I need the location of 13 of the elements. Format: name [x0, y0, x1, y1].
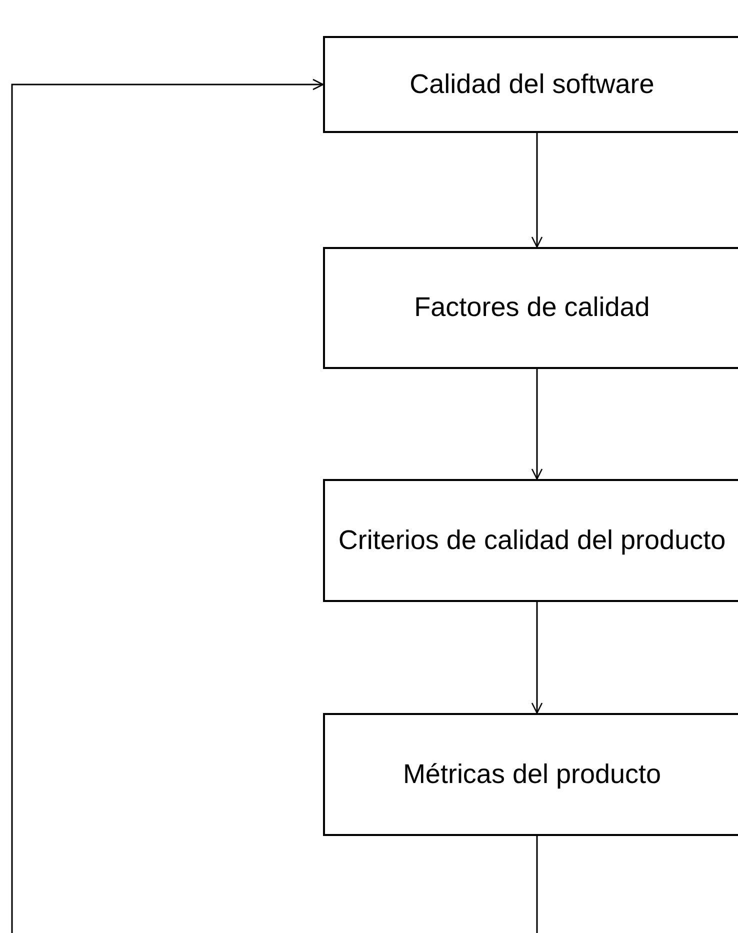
arrow: [11, 78, 324, 933]
connector-line: [536, 836, 538, 933]
box-label: Calidad del software: [410, 68, 654, 101]
process-box: [323, 247, 738, 369]
arrow: [531, 369, 543, 480]
box-label: Métricas del producto: [402, 758, 662, 791]
arrow: [531, 602, 543, 714]
arrow: [531, 133, 543, 248]
process-box: [323, 713, 738, 836]
box-label: Factores de calidad: [414, 291, 650, 324]
process-box: [323, 479, 738, 602]
process-box: [323, 36, 738, 133]
box-label: Criterios de calidad del producto: [338, 524, 726, 557]
